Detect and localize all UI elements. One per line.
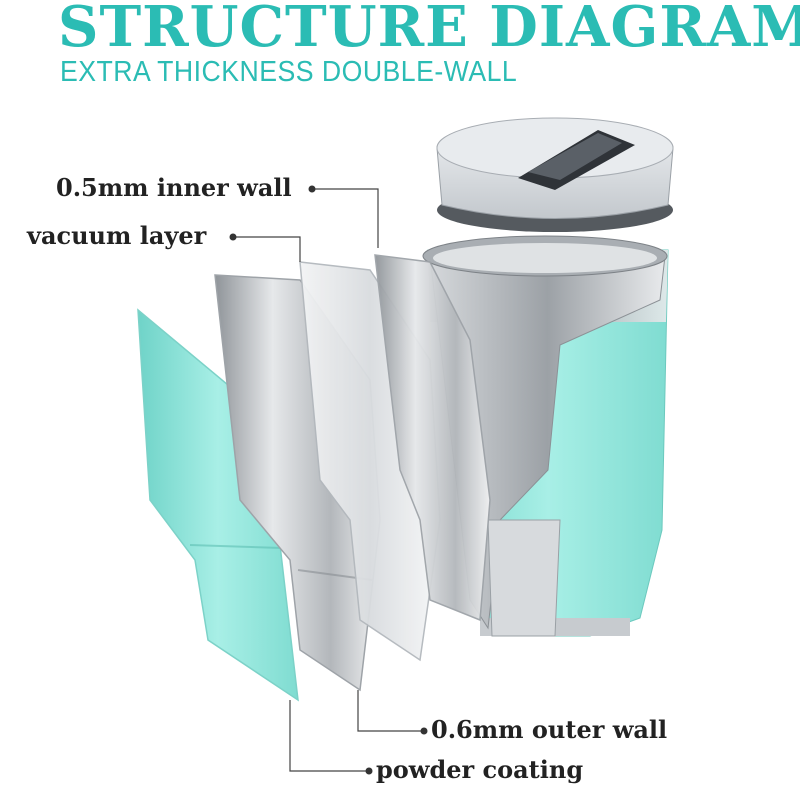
page-title: STRUCTURE DIAGRAM [58,0,800,60]
label-vacuum-layer: vacuum layer [27,221,207,250]
label-outer-wall: 0.6mm outer wall [431,715,668,744]
label-powder-coating: powder coating [376,755,584,784]
leader-lines [233,188,424,772]
lid [436,117,674,232]
leader-dot-outer-wall [420,727,428,735]
leader-dot-vacuum-layer [229,233,237,241]
leader-line-powder-coating [289,700,369,772]
leader-line-outer-wall [357,690,424,732]
leader-dot-powder-coating [365,767,373,775]
leader-dot-inner-wall [308,185,316,193]
inner-wall-panel [374,254,491,622]
leader-line-inner-wall [312,188,379,248]
page-subtitle: EXTRA THICKNESS DOUBLE-WALL [60,56,518,88]
leader-line-vacuum-layer [233,236,301,262]
label-inner-wall: 0.5mm inner wall [56,173,292,202]
leader-dots [229,185,428,775]
tumbler-body [422,235,669,637]
